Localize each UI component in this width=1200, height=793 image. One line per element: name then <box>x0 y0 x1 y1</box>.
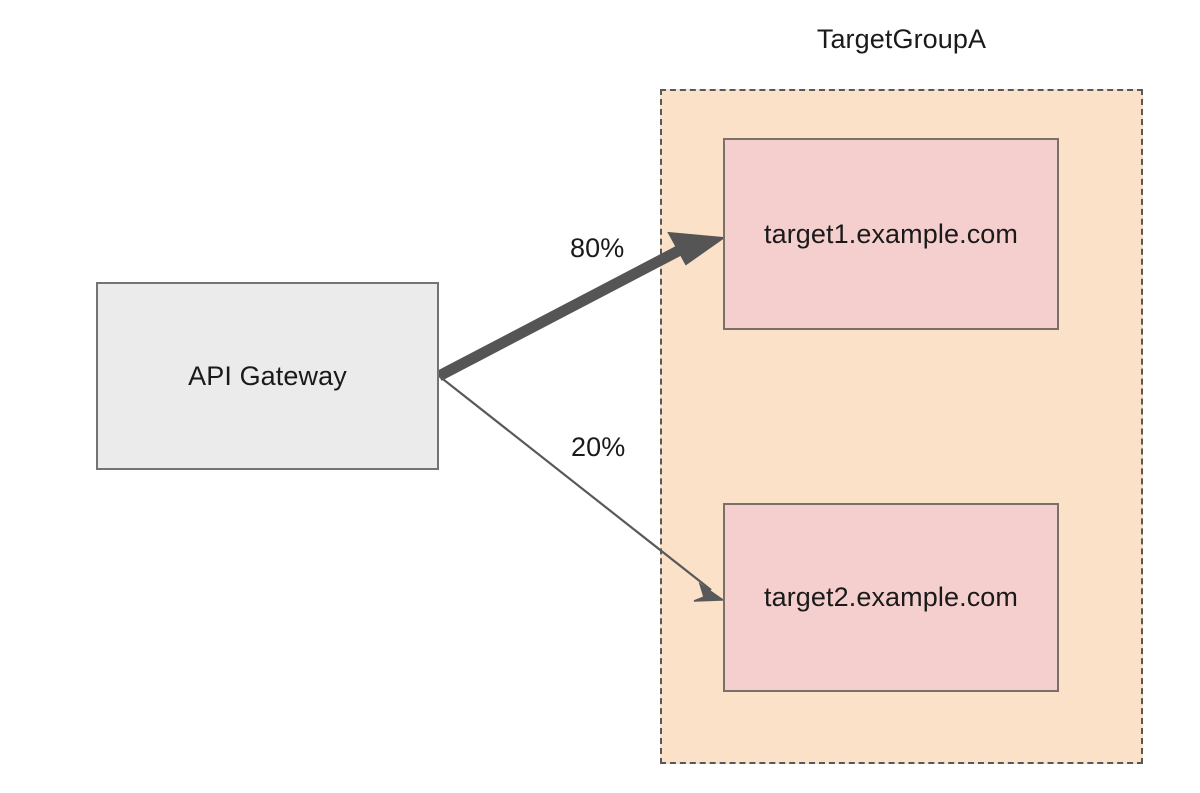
edge-gateway-to-target2 <box>438 375 726 602</box>
edge-primary-line <box>436 244 685 381</box>
node-target2[interactable]: target2.example.com <box>723 503 1059 692</box>
node-api-gateway-label: API Gateway <box>188 360 347 391</box>
edge-secondary-arrowhead <box>693 582 726 602</box>
edge-label-80-percent: 80% <box>570 233 625 263</box>
node-api-gateway[interactable]: API Gateway <box>96 282 439 470</box>
edge-secondary-line <box>438 375 712 591</box>
edge-gateway-to-target1 <box>436 231 726 381</box>
edge-label-20-percent: 20% <box>571 432 626 462</box>
edge-primary-arrowhead <box>667 231 726 266</box>
node-target1-label: target1.example.com <box>763 218 1019 249</box>
node-target2-label: target2.example.com <box>763 582 1019 612</box>
group-title: TargetGroupA <box>816 24 987 54</box>
node-target1[interactable]: target1.example.com <box>723 138 1059 330</box>
